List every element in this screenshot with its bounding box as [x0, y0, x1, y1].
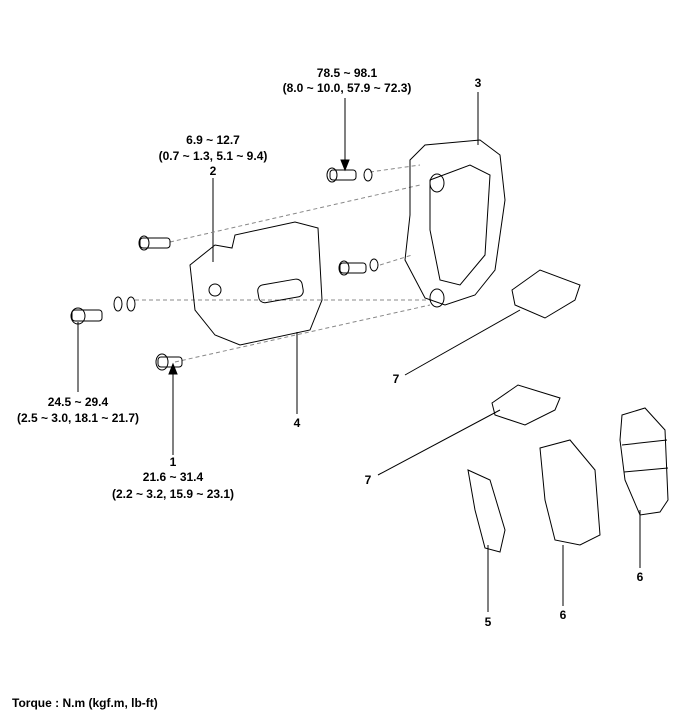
part2-number: 2 — [209, 164, 217, 178]
leader-lines — [77, 92, 641, 612]
caliper-body — [189, 221, 323, 346]
part2-torque: 6.9 ~ 12.7 — [186, 133, 240, 147]
brake-pad-outer — [619, 407, 669, 516]
assembly-lines — [135, 164, 432, 363]
part5-number: 5 — [484, 615, 492, 629]
part6-outer-number: 6 — [636, 570, 644, 584]
bolts — [70, 167, 379, 371]
part4-number: 4 — [293, 416, 301, 430]
caliper-carrier — [404, 139, 506, 306]
torque-units-note: Torque : N.m (kgf.m, lb-ft) — [12, 696, 158, 710]
pad-shim — [467, 469, 506, 553]
part1-torque: 21.6 ~ 31.4 — [142, 470, 204, 484]
part3-number: 3 — [474, 76, 482, 90]
top-bolt-torque: 78.5 ~ 98.1 — [316, 66, 378, 80]
left-bolt-torque: 24.5 ~ 29.4 — [47, 395, 109, 409]
part1-torque-alt: (2.2 ~ 3.2, 15.9 ~ 23.1) — [111, 487, 235, 501]
pad-clip-lower — [491, 384, 561, 426]
part7-upper-number: 7 — [392, 372, 400, 386]
left-bolt-torque-alt: (2.5 ~ 3.0, 18.1 ~ 21.7) — [16, 411, 140, 425]
pad-clip-upper — [511, 269, 581, 319]
part2-torque-alt: (0.7 ~ 1.3, 5.1 ~ 9.4) — [158, 149, 268, 163]
top-bolt-torque-alt: (8.0 ~ 10.0, 57.9 ~ 72.3) — [282, 81, 412, 95]
part7-lower-number: 7 — [364, 473, 372, 487]
part1-number: 1 — [169, 455, 177, 469]
part6-inner-number: 6 — [559, 608, 567, 622]
brake-pad-inner — [539, 439, 601, 546]
